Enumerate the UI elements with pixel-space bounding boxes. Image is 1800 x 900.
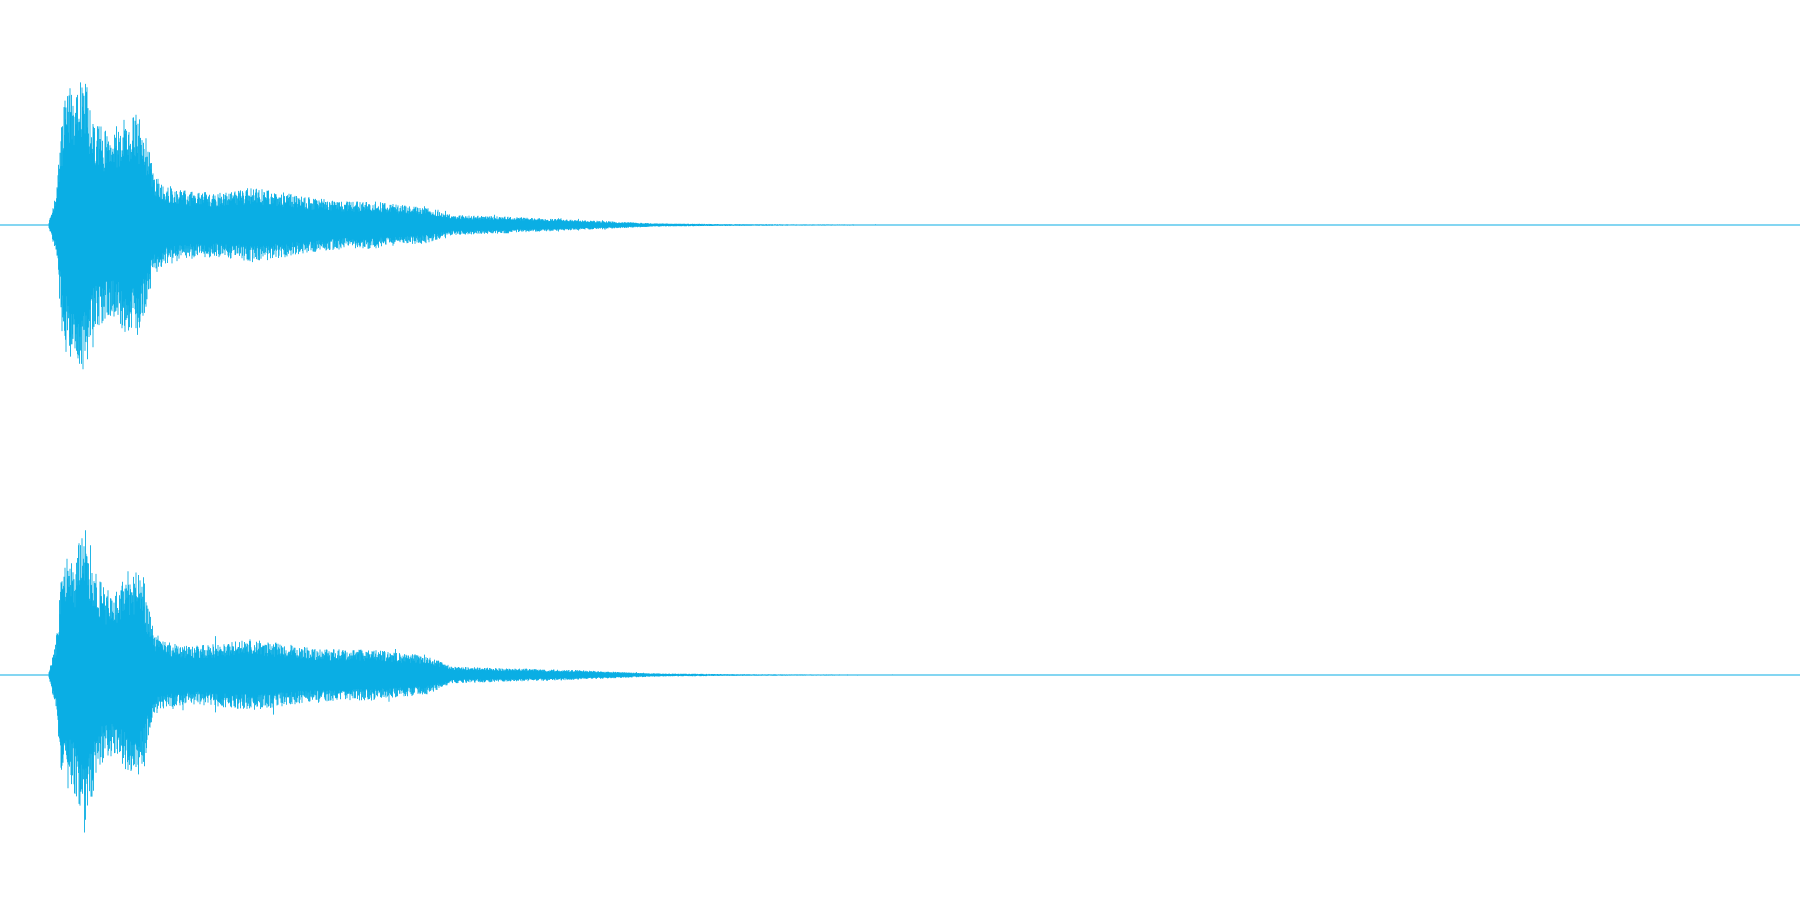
channel-2-samples <box>48 530 1021 833</box>
channel-1-waveform <box>48 82 1021 370</box>
channel-1-track <box>0 82 1800 370</box>
channel-2-track <box>0 530 1800 833</box>
channel-1-samples <box>48 82 1021 370</box>
channel-2-waveform <box>48 530 1021 833</box>
